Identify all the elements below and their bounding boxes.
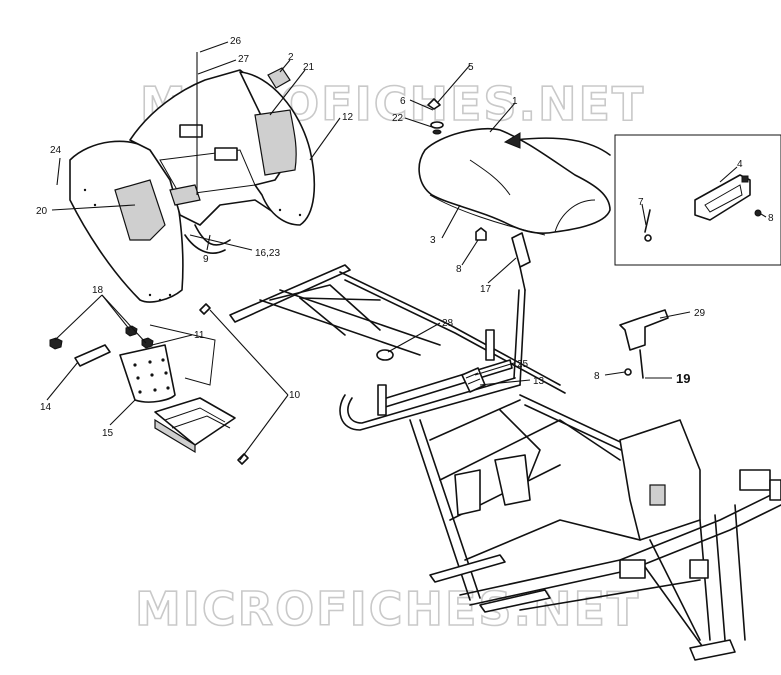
callout-9: 9 [203,254,209,265]
callout-21: 21 [303,62,315,73]
callout-2: 2 [288,52,294,63]
callout-17: 17 [480,284,492,295]
seat [418,127,611,236]
arrow-leader [514,137,611,156]
callout-13: 13 [533,376,545,387]
callout-29: 29 [694,308,706,319]
leader-lines [46,41,767,461]
callout-labels: 26 27 2 21 12 24 20 9 16,23 18 11 14 15 … [36,36,774,439]
watermark-bottom: MICROFICHES.NET [135,582,640,636]
seat-latch [644,174,762,242]
bracket-29 [619,309,669,379]
mud-flap-assembly [49,303,249,465]
callout-3: 3 [430,235,436,246]
callout-25: 25 [517,359,529,370]
callout-22: 22 [392,113,404,124]
callout-8-seat: 8 [456,264,462,275]
callout-27: 27 [238,54,250,65]
rear-fender [69,67,316,303]
inset-box [614,134,781,266]
callout-19: 19 [676,371,690,386]
callout-8-inset: 8 [768,213,774,224]
callout-24: 24 [50,145,62,156]
callout-12: 12 [342,112,354,123]
callout-6: 6 [400,96,406,107]
callout-20: 20 [36,206,48,217]
callout-15: 15 [102,428,114,439]
callout-10: 10 [289,390,301,401]
callout-26: 26 [230,36,242,47]
callout-16-23: 16,23 [255,248,280,259]
callout-18: 18 [92,285,104,296]
callout-8-bracket: 8 [594,371,600,382]
callout-1: 1 [512,96,518,107]
callout-7: 7 [638,197,644,208]
callout-5: 5 [468,62,474,73]
callout-14: 14 [40,402,52,413]
callout-28: 28 [442,318,454,329]
seat-hardware [427,98,531,291]
decal-2 [267,67,291,89]
frame [229,264,781,661]
callout-4: 4 [737,159,743,170]
callout-11: 11 [194,330,205,341]
